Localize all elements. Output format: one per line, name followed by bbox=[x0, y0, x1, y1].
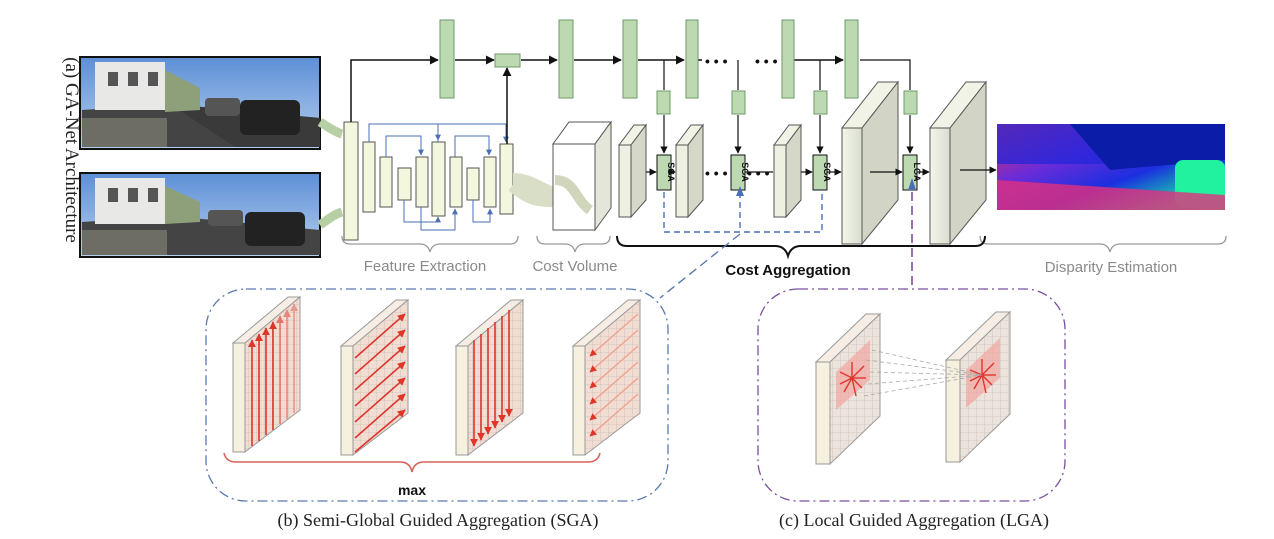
max-label: max bbox=[398, 482, 426, 498]
lga-volume-1 bbox=[814, 312, 882, 466]
max-brace bbox=[223, 452, 601, 473]
mid-dots-2: • • • bbox=[747, 165, 770, 181]
feature-extraction-layers bbox=[343, 121, 514, 241]
top-dots: • • • bbox=[705, 53, 728, 69]
cost-volume bbox=[508, 120, 612, 232]
lga-detail-box bbox=[757, 288, 1066, 502]
sga-volume-3 bbox=[454, 298, 525, 457]
left-input-image bbox=[79, 56, 321, 150]
right-input-arrow bbox=[317, 207, 344, 229]
sga-connector-arrowhead bbox=[736, 186, 744, 196]
caption-lga: (c) Local Guided Aggregation (LGA) bbox=[779, 510, 1049, 531]
left-input-arrow bbox=[317, 118, 344, 139]
side-label: (a) GA-Net Architecture bbox=[61, 57, 82, 243]
feature-skip-arrows bbox=[368, 123, 509, 231]
mid-dots: • • • bbox=[705, 165, 728, 181]
aggregation-volumes bbox=[618, 80, 988, 246]
lga-connector-arrowhead bbox=[908, 178, 916, 190]
feature-extraction-label: Feature Extraction bbox=[364, 258, 487, 275]
stage-braces bbox=[341, 235, 1227, 253]
disparity-map bbox=[997, 124, 1225, 210]
lga-connection-lines bbox=[863, 349, 983, 397]
sga-guidance-dashed bbox=[663, 192, 823, 233]
lga-volume-2 bbox=[944, 310, 1012, 464]
right-input-image bbox=[79, 172, 321, 258]
sga-volume-1 bbox=[231, 295, 302, 454]
sga-detail-connector bbox=[659, 233, 741, 299]
guidance-subnet: • • • • • • bbox=[350, 19, 918, 154]
caption-sga: (b) Semi-Global Guided Aggregation (SGA) bbox=[278, 510, 599, 531]
cost-aggregation-label: Cost Aggregation bbox=[725, 262, 850, 279]
aggregation-arrows bbox=[646, 166, 997, 176]
sga-volume-4 bbox=[571, 298, 642, 457]
cost-volume-label: Cost Volume bbox=[532, 258, 617, 275]
sga-volume-2 bbox=[339, 298, 410, 457]
top-dots-2: • • • bbox=[755, 53, 778, 69]
disparity-estimation-label: Disparity Estimation bbox=[1045, 259, 1178, 276]
cost-aggregation-brace bbox=[616, 235, 986, 260]
